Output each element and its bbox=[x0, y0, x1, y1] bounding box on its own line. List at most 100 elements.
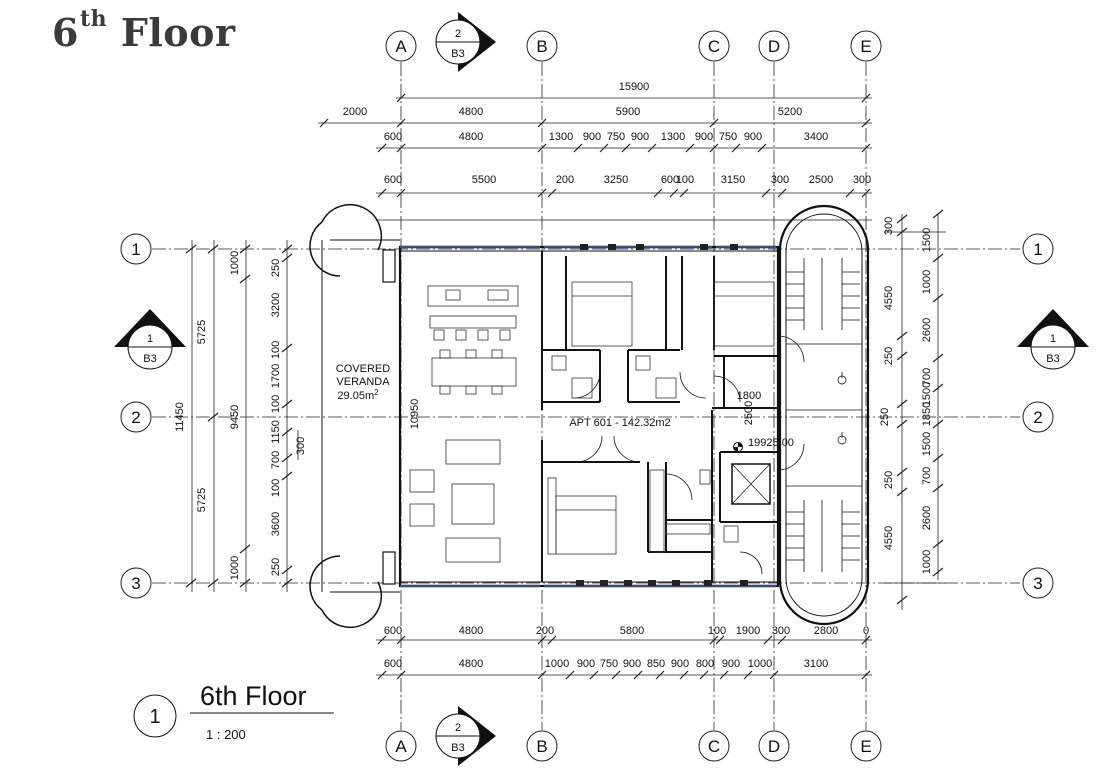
grid-bubble-c-bottom bbox=[698, 730, 730, 762]
grid-label-2: 2 bbox=[1033, 408, 1042, 427]
apartment-label: APT 601 - 142.32m2 bbox=[569, 417, 670, 429]
dim-text: 1000 bbox=[921, 550, 933, 574]
dim-text: 850 bbox=[647, 658, 665, 670]
dim-text: 1000 bbox=[748, 658, 772, 670]
grid-label-1: 1 bbox=[1033, 240, 1042, 259]
dim-text: 1850 bbox=[921, 402, 933, 426]
veranda-area: 29.05m2 bbox=[337, 388, 379, 402]
dimension-texts-top: 15900 2000 4800 5900 5200 600 4800 1300 … bbox=[343, 81, 871, 186]
grid-label-e: E bbox=[860, 37, 871, 56]
grid-label-b: B bbox=[536, 737, 547, 756]
dim-text: 5725 bbox=[196, 320, 208, 344]
dim-text: 1500 bbox=[921, 432, 933, 456]
section-number: 1 bbox=[147, 333, 153, 345]
section-ref: B3 bbox=[143, 353, 156, 365]
building-walls bbox=[309, 203, 870, 629]
section-number: 1 bbox=[1050, 333, 1056, 345]
level-label: 19925.00 bbox=[748, 437, 794, 449]
dim-text: 9450 bbox=[229, 405, 241, 429]
view-title: 6th Floor bbox=[200, 681, 307, 711]
dim-text: 250 bbox=[270, 558, 282, 576]
dim-text: 1150 bbox=[270, 420, 282, 444]
dim-text: 900 bbox=[695, 131, 713, 143]
grid-bubble-b-top bbox=[526, 30, 558, 62]
section-marker-right bbox=[1017, 309, 1089, 370]
grid-label-d: D bbox=[768, 37, 780, 56]
dim-text: 100 bbox=[708, 625, 726, 637]
grid-bubble-a-top bbox=[385, 30, 417, 62]
dim-text: 3100 bbox=[804, 658, 828, 670]
dim-text: 900 bbox=[671, 658, 689, 670]
dim-text: 300 bbox=[883, 217, 895, 235]
section-number: 2 bbox=[455, 28, 461, 40]
grid-bubble-d-top bbox=[758, 30, 790, 62]
dim-text: 11450 bbox=[174, 402, 186, 432]
dim-text: 1300 bbox=[661, 131, 685, 143]
dim-text: 4800 bbox=[459, 106, 483, 118]
dim-text: 5900 bbox=[616, 106, 640, 118]
dim-text: 4550 bbox=[883, 286, 895, 310]
dim-text: 1000 bbox=[545, 658, 569, 670]
dim-text: 2500 bbox=[809, 174, 833, 186]
dim-text: 900 bbox=[577, 658, 595, 670]
dim-text: 3150 bbox=[721, 174, 745, 186]
dim-text: 600 bbox=[384, 131, 402, 143]
dim-text: 100 bbox=[270, 479, 282, 497]
section-marker-bottom bbox=[435, 706, 496, 766]
dim-text: 300 bbox=[771, 174, 789, 186]
grid-bubble-b-bottom bbox=[526, 730, 558, 762]
wheelchair-icon bbox=[837, 372, 847, 445]
veranda-label-line2: VERANDA bbox=[336, 376, 390, 388]
dim-text: 1000 bbox=[229, 556, 241, 580]
interior-dim-text: 1800 bbox=[737, 390, 761, 402]
dim-text: 5200 bbox=[778, 106, 802, 118]
grid-lines bbox=[152, 62, 1020, 730]
dim-text: 900 bbox=[722, 658, 740, 670]
grid-label-a: A bbox=[395, 737, 407, 756]
dim-text: 100 bbox=[270, 395, 282, 413]
dim-text: 250 bbox=[883, 347, 895, 365]
dim-text: 250 bbox=[879, 408, 891, 426]
dim-text: 200 bbox=[536, 625, 554, 637]
dim-text: 900 bbox=[744, 131, 762, 143]
dim-text: 4800 bbox=[459, 658, 483, 670]
dim-text: 600 bbox=[384, 625, 402, 637]
dim-text: 300 bbox=[853, 174, 871, 186]
furniture bbox=[409, 281, 775, 563]
dim-text: 250 bbox=[883, 471, 895, 489]
dimension-texts-right: 300 4550 250 250 250 4550 1500 1000 2600… bbox=[879, 217, 933, 574]
grid-label-3: 3 bbox=[131, 574, 140, 593]
dim-text: 4800 bbox=[459, 625, 483, 637]
section-marker-left bbox=[114, 309, 186, 370]
grid-bubble-1-right bbox=[1022, 233, 1054, 265]
dim-text: 900 bbox=[623, 658, 641, 670]
section-ref: B3 bbox=[451, 48, 464, 60]
interior-dim-text: 2500 bbox=[743, 401, 755, 425]
dim-text: 700 bbox=[921, 368, 933, 386]
dim-text: 100 bbox=[676, 174, 694, 186]
grid-bubble-3-left bbox=[120, 567, 152, 599]
dim-text: 750 bbox=[607, 131, 625, 143]
grid-label-b: B bbox=[536, 37, 547, 56]
dim-text: 3400 bbox=[804, 131, 828, 143]
dim-text: 300 bbox=[772, 625, 790, 637]
grid-label-a: A bbox=[395, 37, 407, 56]
dim-text: 3600 bbox=[270, 512, 282, 536]
dim-text: 5725 bbox=[196, 488, 208, 512]
dimension-texts-left: 11450 5725 5725 9450 1000 1000 250 3200 … bbox=[174, 251, 307, 580]
dimension-lines-right bbox=[884, 209, 946, 610]
dim-text: 750 bbox=[600, 658, 618, 670]
view-number-bubble bbox=[133, 694, 177, 738]
dim-text: 1500 bbox=[921, 382, 933, 406]
veranda-label-line1: COVERED bbox=[336, 363, 390, 375]
section-ref: B3 bbox=[451, 742, 464, 754]
dim-text: 0 bbox=[863, 625, 869, 637]
section-number: 2 bbox=[455, 722, 461, 734]
grid-label-3: 3 bbox=[1033, 574, 1042, 593]
dimension-lines-left bbox=[185, 240, 299, 592]
dim-text: 3250 bbox=[604, 174, 628, 186]
dim-text: 250 bbox=[270, 259, 282, 277]
dim-text: 2600 bbox=[921, 506, 933, 530]
dim-text: 750 bbox=[719, 131, 737, 143]
